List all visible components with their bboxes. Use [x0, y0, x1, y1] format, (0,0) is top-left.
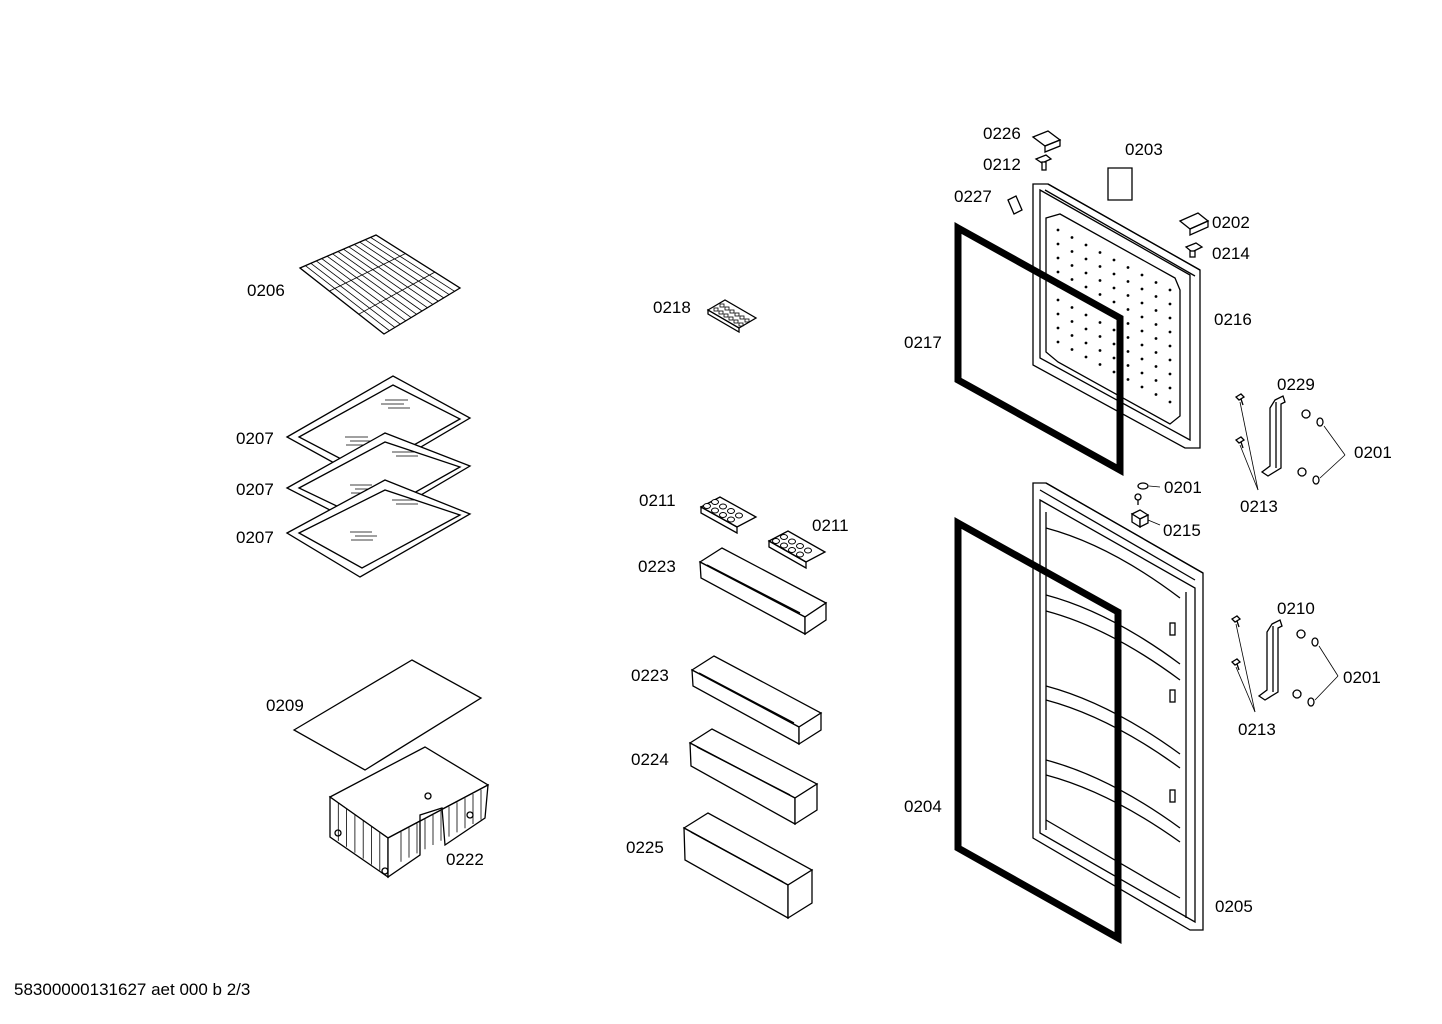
egg-tray-0211-left: [699, 496, 758, 535]
label-0213-upper: 0213: [1240, 497, 1278, 516]
handle-0210: [1230, 615, 1339, 713]
cap-0227: [1007, 195, 1023, 215]
label-0212: 0212: [983, 155, 1021, 174]
label-0202: 0202: [1212, 213, 1250, 232]
wire-shelf-0206: [298, 234, 462, 335]
pin-0212: [1034, 154, 1053, 171]
freezer-gasket-0217: [954, 222, 1124, 476]
label-0206: 0206: [247, 281, 285, 300]
label-0229: 0229: [1277, 375, 1315, 394]
label-0222: 0222: [446, 850, 484, 869]
hinge-cover-0202: [1178, 212, 1210, 237]
label-0226: 0226: [983, 124, 1021, 143]
label-0223-lower: 0223: [631, 666, 669, 685]
label-0207-bottom: 0207: [236, 528, 274, 547]
label-0214: 0214: [1212, 244, 1250, 263]
label-0211-right: 0211: [812, 516, 849, 535]
hinge-block-0215: [1130, 493, 1161, 529]
door-shelf-0225: [682, 812, 814, 920]
glass-shelf-0207-bottom: [285, 479, 472, 578]
label-0207-middle: 0207: [236, 480, 274, 499]
washer-0201: [1137, 482, 1161, 490]
glass-cover-0209: [292, 659, 483, 771]
door-shelf-0224: [688, 728, 819, 826]
label-0215: 0215: [1163, 521, 1201, 540]
label-0211-left: 0211: [639, 491, 676, 510]
label-0209: 0209: [266, 696, 304, 715]
crisper-drawer-0222: [328, 746, 490, 879]
label-0225: 0225: [626, 838, 664, 857]
fridge-gasket-0204: [954, 517, 1122, 944]
egg-tray-0211-right: [767, 530, 827, 570]
handle-0229: [1234, 393, 1346, 491]
label-0207-top: 0207: [236, 429, 274, 448]
label-0204: 0204: [904, 797, 942, 816]
label-0205: 0205: [1215, 897, 1253, 916]
door-shelf-0223-upper: [698, 547, 828, 636]
label-0210: 0210: [1277, 599, 1315, 618]
label-0201-lower: 0201: [1343, 668, 1381, 687]
document-footer-code: 58300000131627 aet 000 b 2/3: [14, 980, 251, 999]
label-0218: 0218: [653, 298, 691, 317]
label-0201-middle: 0201: [1164, 478, 1202, 497]
label-plate-0203: [1107, 167, 1133, 201]
label-0201-upper: 0201: [1354, 443, 1392, 462]
label-0213-lower: 0213: [1238, 720, 1276, 739]
hinge-cover-0226: [1031, 130, 1062, 153]
label-0224: 0224: [631, 750, 669, 769]
door-shelf-0223-lower: [690, 655, 823, 746]
label-0223-upper: 0223: [638, 557, 676, 576]
label-0216: 0216: [1214, 310, 1252, 329]
label-0203: 0203: [1125, 140, 1163, 159]
ice-tray-0218: [706, 299, 758, 334]
label-0227: 0227: [954, 187, 992, 206]
bracket-0214: [1184, 242, 1204, 258]
label-0217: 0217: [904, 333, 942, 352]
